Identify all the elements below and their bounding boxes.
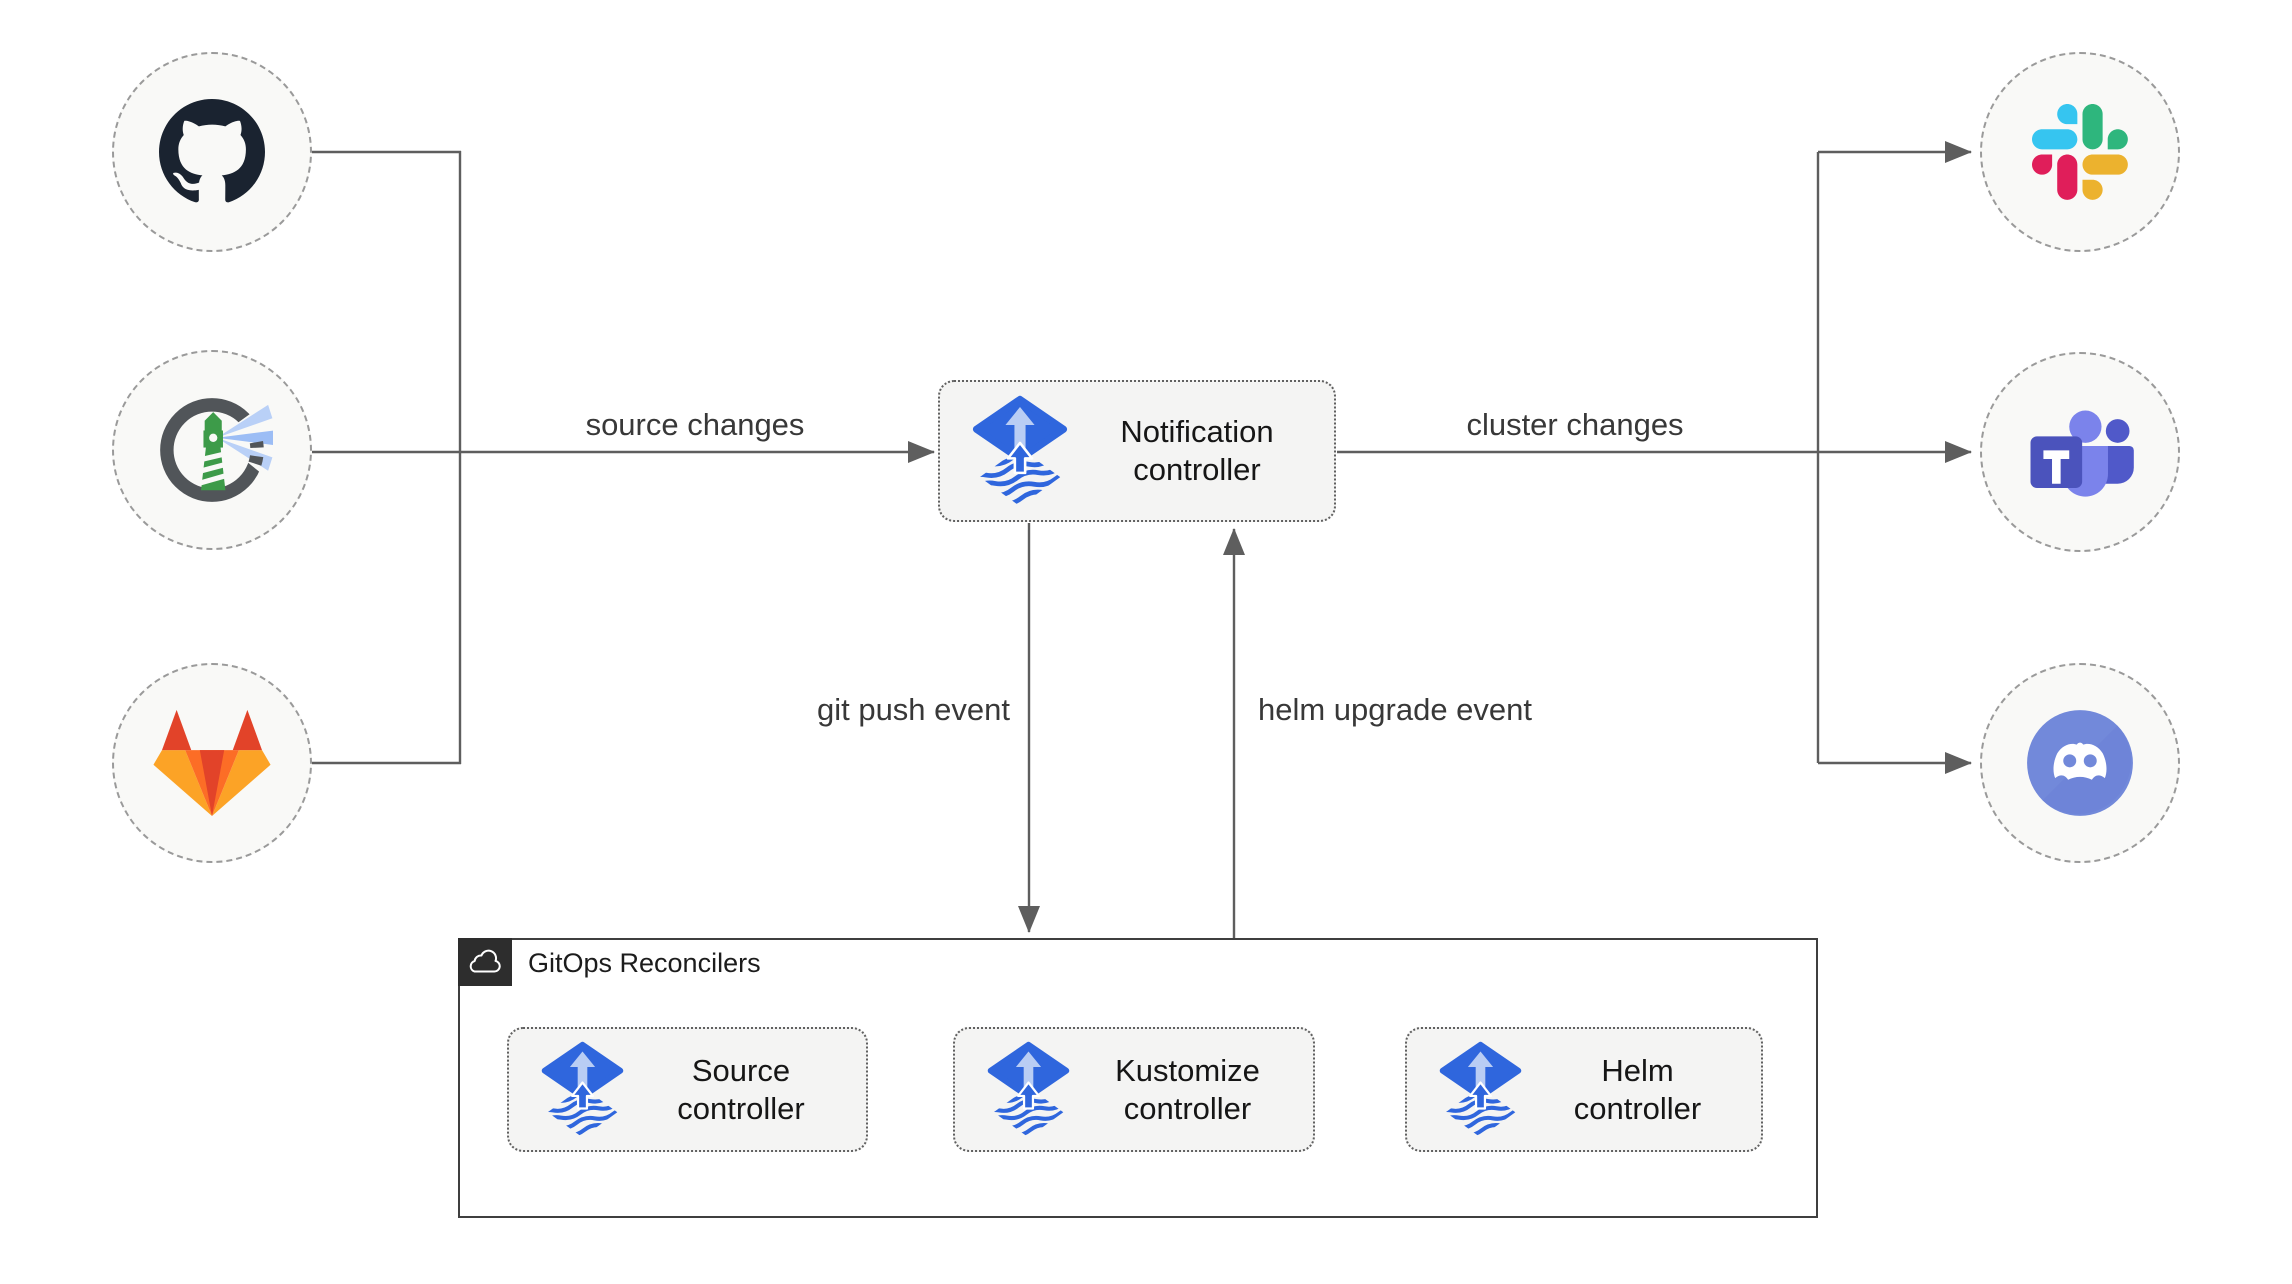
slack-node [1980,52,2180,252]
discord-node [1980,663,2180,863]
gitops-reconcilers-label: GitOps Reconcilers [528,948,761,978]
github-icon [159,99,265,205]
helm-controller-label: Helm controller [1573,1052,1702,1126]
edge-label-helm-upgrade-event: helm upgrade event [1258,692,1533,727]
discord-icon [2026,709,2134,817]
teams-node [1980,352,2180,552]
edge-label-git-push-event: git push event [816,692,1010,727]
teams-icon [2024,403,2136,502]
gitlab-icon [151,706,273,821]
flux-icon [987,1041,1070,1139]
notification-controller-label: Notification controller [1120,414,1274,487]
kustomize-controller-node: Kustomize controller [953,1027,1315,1152]
slack-icon [2032,104,2128,200]
gitops-reconcilers-badge [458,938,512,986]
source-controller-node: Source controller [507,1027,868,1152]
helm-controller-node: Helm controller [1405,1027,1763,1152]
flux-icon [1439,1041,1522,1139]
edge-label-cluster-changes: cluster changes [1466,407,1684,442]
kustomize-controller-label: Kustomize controller [1115,1052,1260,1126]
harbor-icon [151,389,273,511]
github-node [112,52,312,252]
cloud-icon [466,949,504,975]
source-controller-label: Source controller [677,1052,805,1126]
notification-controller-node: Notification controller [938,380,1336,522]
gitlab-node [112,663,312,863]
flux-icon [972,395,1068,508]
harbor-node [112,350,312,550]
flux-icon [541,1041,624,1139]
edge-label-source-changes: source changes [585,407,805,442]
